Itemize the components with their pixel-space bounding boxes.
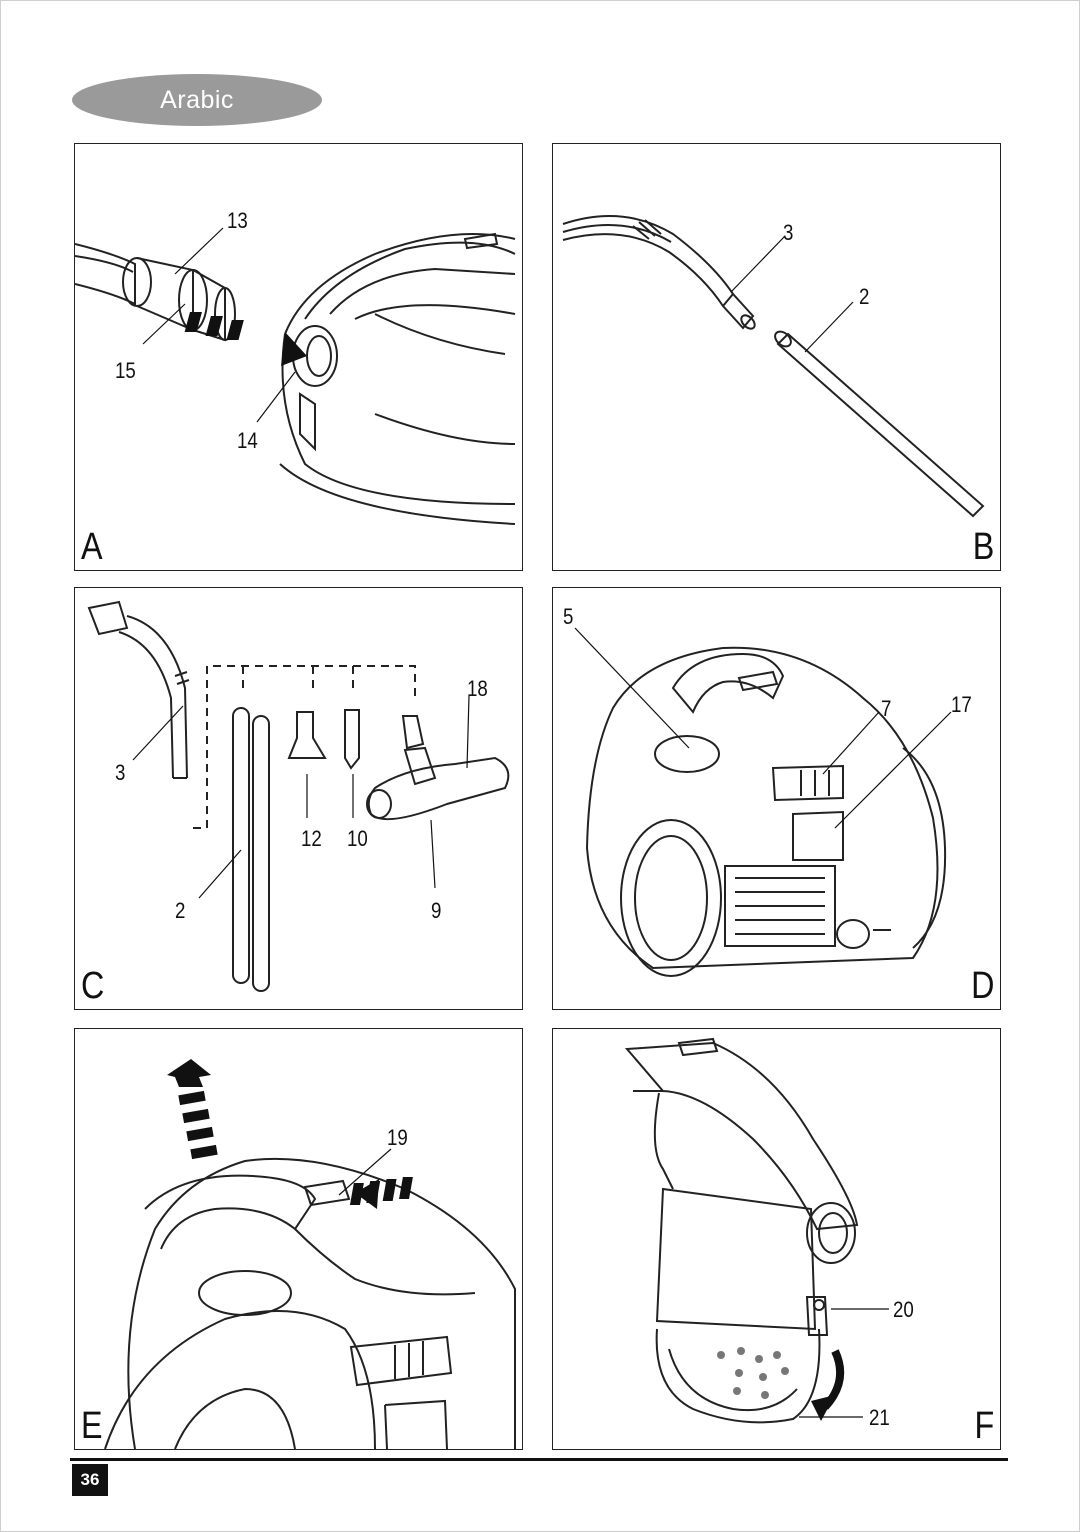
- panel-letter-b: B: [972, 526, 994, 568]
- footer-rule: [70, 1458, 1008, 1461]
- callout-21: 21: [869, 1405, 890, 1430]
- page-number: 36: [72, 1464, 108, 1496]
- panel-letter-a: A: [81, 526, 103, 568]
- vacuum-rear-view-illustration: [574, 627, 952, 977]
- callout-14: 14: [237, 428, 258, 453]
- callout-12: 12: [301, 826, 322, 851]
- callout-18: 18: [467, 676, 488, 701]
- callout-15: 15: [115, 358, 136, 383]
- language-tab: Arabic: [72, 74, 322, 126]
- callout-19: 19: [387, 1125, 408, 1150]
- callout-13: 13: [227, 208, 248, 233]
- callout-17: 17: [951, 692, 972, 717]
- figure-panel-a: 13 15 14 A: [74, 143, 523, 571]
- figure-panel-f: 20 21 F: [552, 1028, 1001, 1450]
- accessories-illustration: [87, 600, 510, 992]
- callout-20: 20: [893, 1297, 914, 1322]
- panel-letter-f: F: [974, 1405, 994, 1447]
- callout-2: 2: [175, 898, 186, 923]
- panel-letter-c: C: [81, 965, 105, 1007]
- figure-panel-e: 19 E: [74, 1028, 523, 1450]
- panel-letter-e: E: [81, 1405, 103, 1447]
- container-release-illustration: [104, 1059, 516, 1449]
- panel-letter-d: D: [970, 965, 994, 1007]
- callout-2: 2: [859, 284, 870, 309]
- callout-10: 10: [347, 826, 368, 851]
- figure-panel-b: 3 2 B: [552, 143, 1001, 571]
- figure-panel-d: 5 7 17 D: [552, 587, 1001, 1010]
- callout-3: 3: [115, 760, 126, 785]
- vacuum-hose-connection-illustration: [75, 227, 516, 525]
- figure-panel-c: 18 3 12 10 2 9 C: [74, 587, 523, 1010]
- callout-9: 9: [431, 898, 442, 923]
- callout-3: 3: [783, 220, 794, 245]
- hose-and-tube-illustration: [562, 215, 985, 518]
- callout-7: 7: [881, 696, 892, 721]
- callout-5: 5: [563, 604, 574, 629]
- dust-container-emptying-illustration: [624, 1037, 889, 1424]
